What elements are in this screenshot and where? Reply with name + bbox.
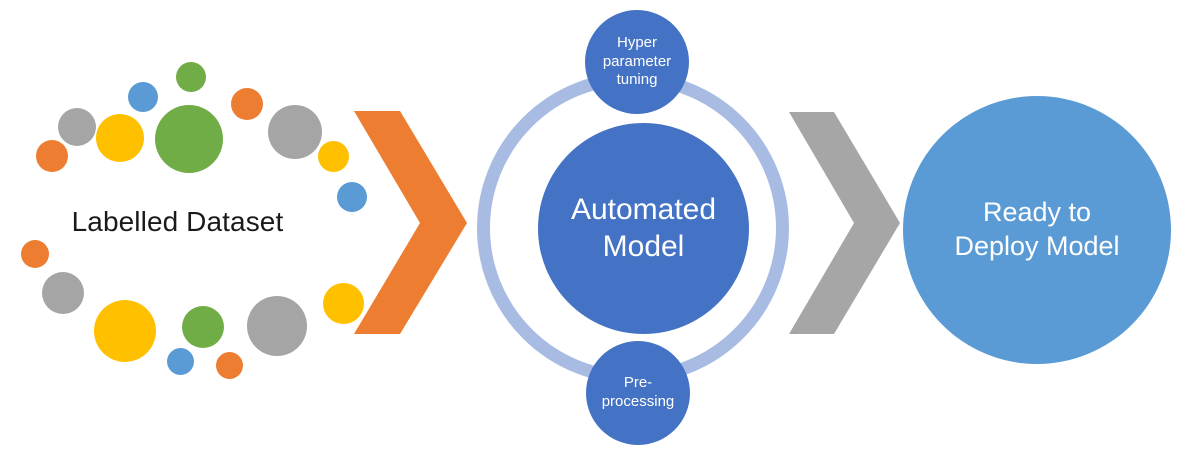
automated-model-circle[interactable]: Automated Model: [538, 123, 749, 334]
hyperparameter-tuning-line1: Hyper: [616, 33, 657, 51]
pre-processing-line1: Pre-: [623, 374, 653, 392]
dot-yellow-left: [96, 114, 144, 162]
dot-green-bottom: [182, 306, 224, 348]
pre-processing-line2: processing: [601, 393, 675, 410]
automated-model-line2: Model: [602, 229, 685, 263]
automated-model-stage: Automated Model Hyper parameter tuning P…: [470, 0, 810, 457]
dot-yellow-right: [318, 141, 349, 172]
dot-blue-bottom: [167, 348, 194, 375]
ready-to-deploy-line2: Deploy Model: [954, 231, 1120, 261]
dot-blue-right: [337, 182, 367, 212]
dot-green-big: [155, 105, 223, 173]
dot-orange-upper-right: [231, 88, 263, 120]
dot-gray-right: [268, 105, 322, 159]
labelled-dataset-label: Labelled Dataset: [71, 206, 284, 237]
dot-yellow-far-right: [323, 283, 364, 324]
labelled-dataset-stage: Labelled Dataset: [0, 0, 367, 457]
ready-to-deploy-line1: Ready to: [982, 197, 1092, 228]
dot-orange-lower-left: [21, 240, 49, 268]
dot-green-top: [176, 62, 206, 92]
hyperparameter-tuning-circle[interactable]: Hyper parameter tuning: [585, 10, 689, 114]
dot-yellow-bottom-big: [94, 300, 156, 362]
dot-blue-upper-left: [128, 82, 158, 112]
automated-model-line1: Automated: [570, 192, 717, 226]
hyperparameter-tuning-line3: tuning: [616, 71, 658, 89]
dot-gray-left: [58, 108, 96, 146]
automated-model-label: Automated Model: [561, 192, 726, 265]
hyperparameter-tuning-line2: parameter: [602, 52, 672, 70]
dot-orange-far-left: [36, 140, 68, 172]
dot-gray-bottom-big: [247, 296, 307, 356]
gray-chevron-icon: [789, 112, 901, 335]
dot-orange-bottom: [216, 352, 243, 379]
ready-to-deploy-label: Ready to Deploy Model: [938, 196, 1135, 264]
orange-chevron-icon: [354, 111, 468, 335]
pre-processing-circle[interactable]: Pre- processing: [586, 341, 690, 445]
pre-processing-label: Pre- processing: [596, 374, 681, 412]
ready-to-deploy-circle[interactable]: Ready to Deploy Model: [903, 96, 1171, 364]
hyperparameter-tuning-label: Hyper parameter tuning: [597, 34, 677, 90]
dot-gray-lower-left: [42, 272, 84, 314]
